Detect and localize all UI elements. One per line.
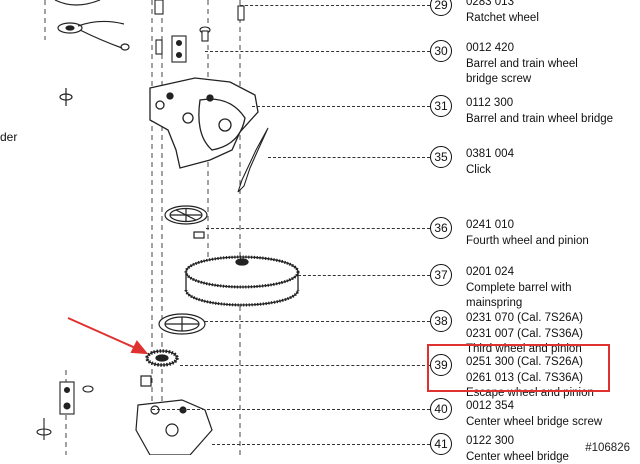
part-number-callout: 37	[430, 264, 452, 286]
bridge-clip-part	[155, 35, 187, 63]
part-description: Complete barrel with	[466, 281, 572, 294]
center-wheel-bridge-part	[135, 375, 213, 455]
escape-wheel-part	[145, 349, 179, 367]
part-number-callout: 30	[430, 40, 452, 62]
leader-line	[252, 106, 430, 107]
small-screw-part	[59, 88, 73, 106]
part-code: 0012 354	[466, 400, 514, 412]
leader-line	[152, 409, 430, 410]
leader-line	[206, 228, 430, 229]
part-number-callout: 39	[430, 354, 452, 376]
watermark: #106826	[583, 442, 632, 454]
part-description: Barrel and train wheel bridge	[466, 112, 614, 125]
leader-line	[212, 444, 430, 445]
part-code: 0122 300	[466, 435, 514, 447]
leader-line	[240, 5, 430, 6]
train-wheel-bridge-part	[149, 77, 259, 169]
part-description: mainspring	[466, 297, 523, 309]
escape-wheel-highlight-box	[427, 344, 610, 392]
part-description: Barrel and train wheel	[466, 57, 578, 70]
part-number-callout: 41	[430, 433, 452, 455]
part-code: 0381 004	[466, 148, 514, 160]
side-label: der	[0, 130, 18, 144]
part-description: Center wheel bridge	[466, 450, 569, 463]
part-number-callout: 38	[430, 310, 452, 332]
part-code: 0201 024	[466, 266, 514, 278]
click-spring-part	[237, 127, 269, 193]
ratchet-wheel-part	[57, 20, 130, 51]
barrel-part	[184, 255, 300, 307]
part-number-callout: 36	[430, 217, 452, 239]
leader-line	[298, 275, 430, 276]
part-description: Ratchet wheel	[466, 11, 539, 24]
part-code: 0112 300	[466, 97, 514, 109]
part-description: 0261 013 (Cal. 7S36A)	[466, 371, 583, 384]
part-number-callout: 40	[430, 398, 452, 420]
bracket-part	[36, 381, 94, 440]
part-description: Center wheel bridge screw	[466, 415, 603, 428]
part-code: 0012 420	[466, 42, 514, 54]
part-code: 0283 013	[466, 0, 514, 8]
part-number-callout: 29	[430, 0, 452, 16]
part-code: 0231 070 (Cal. 7S26A)	[466, 312, 583, 324]
part-number-callout: 31	[430, 95, 452, 117]
part-description: Click	[466, 163, 491, 176]
pointer-arrow	[67, 317, 149, 355]
part-description: Third wheel and pinion	[466, 343, 582, 355]
leader-line	[205, 321, 430, 322]
fourth-wheel-part	[164, 205, 208, 239]
part-description: Fourth wheel and pinion	[466, 234, 589, 247]
leader-line	[268, 157, 430, 158]
leader-line	[205, 51, 430, 52]
third-wheel-part	[158, 313, 206, 335]
part-code: 0251 300 (Cal. 7S26A)	[466, 356, 583, 368]
leader-line	[180, 365, 430, 366]
part-number-callout: 35	[430, 146, 452, 168]
part-description: 0231 007 (Cal. 7S36A)	[466, 327, 583, 340]
part-description: bridge screw	[466, 73, 532, 85]
part-code: 0241 010	[466, 219, 514, 231]
